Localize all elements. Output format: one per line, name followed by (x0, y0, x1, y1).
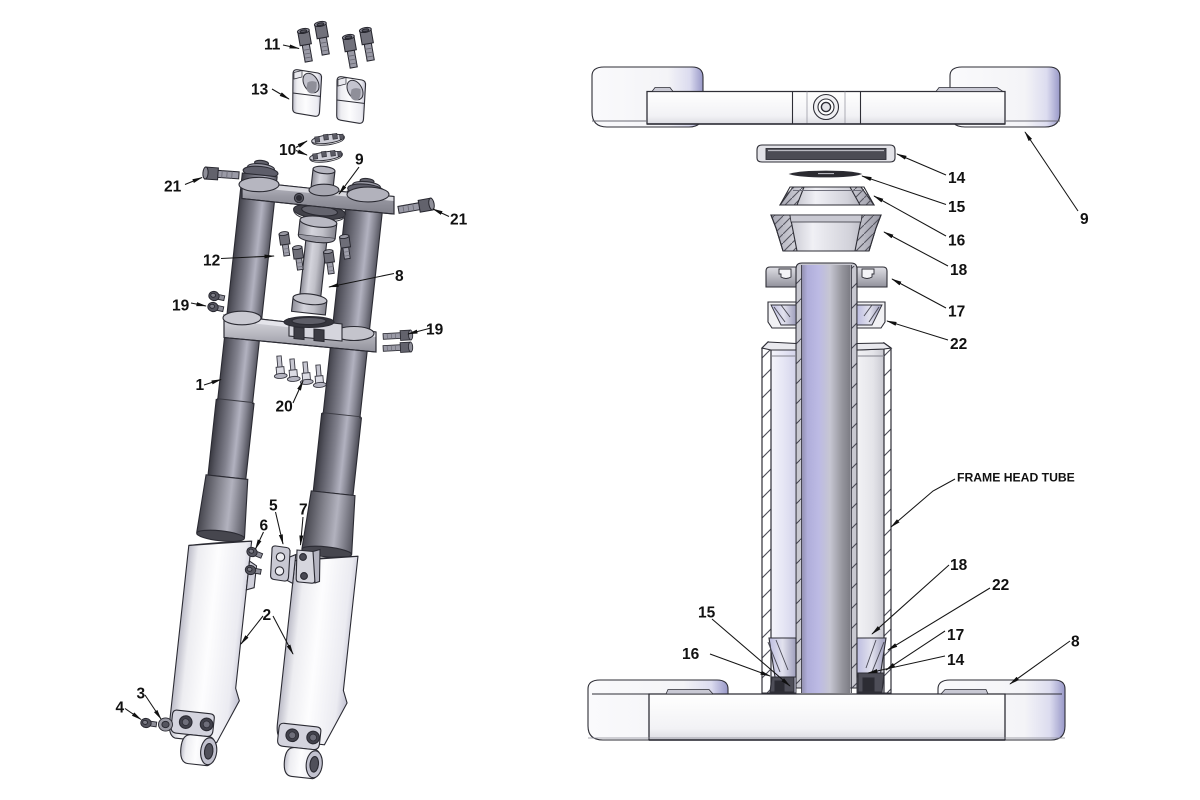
svg-text:18: 18 (950, 262, 968, 279)
svg-text:20: 20 (276, 399, 293, 416)
svg-text:4: 4 (116, 700, 125, 717)
svg-text:14: 14 (947, 652, 965, 669)
svg-text:11: 11 (264, 37, 281, 54)
svg-text:17: 17 (948, 304, 965, 321)
svg-text:16: 16 (682, 646, 700, 663)
svg-text:5: 5 (269, 498, 278, 515)
svg-text:15: 15 (698, 605, 716, 622)
svg-text:22: 22 (992, 577, 1009, 594)
svg-text:21: 21 (164, 179, 182, 196)
svg-text:17: 17 (947, 627, 964, 644)
svg-text:14: 14 (948, 170, 966, 187)
svg-text:19: 19 (426, 322, 444, 339)
svg-text:3: 3 (137, 686, 146, 703)
svg-text:19: 19 (172, 298, 190, 315)
svg-text:10: 10 (279, 142, 296, 159)
svg-text:2: 2 (263, 607, 272, 624)
svg-text:9: 9 (1080, 211, 1089, 228)
svg-text:13: 13 (251, 82, 269, 99)
svg-text:22: 22 (950, 336, 967, 353)
svg-text:16: 16 (948, 233, 966, 250)
svg-text:9: 9 (355, 152, 364, 169)
svg-text:FRAME HEAD TUBE: FRAME HEAD TUBE (957, 471, 1075, 485)
svg-text:12: 12 (203, 253, 220, 270)
svg-text:8: 8 (395, 268, 404, 285)
svg-text:6: 6 (260, 518, 269, 535)
svg-text:8: 8 (1071, 634, 1080, 651)
svg-text:18: 18 (950, 557, 968, 574)
svg-text:1: 1 (196, 377, 205, 394)
svg-text:15: 15 (948, 199, 966, 216)
svg-text:7: 7 (299, 502, 308, 519)
svg-text:21: 21 (450, 212, 468, 229)
